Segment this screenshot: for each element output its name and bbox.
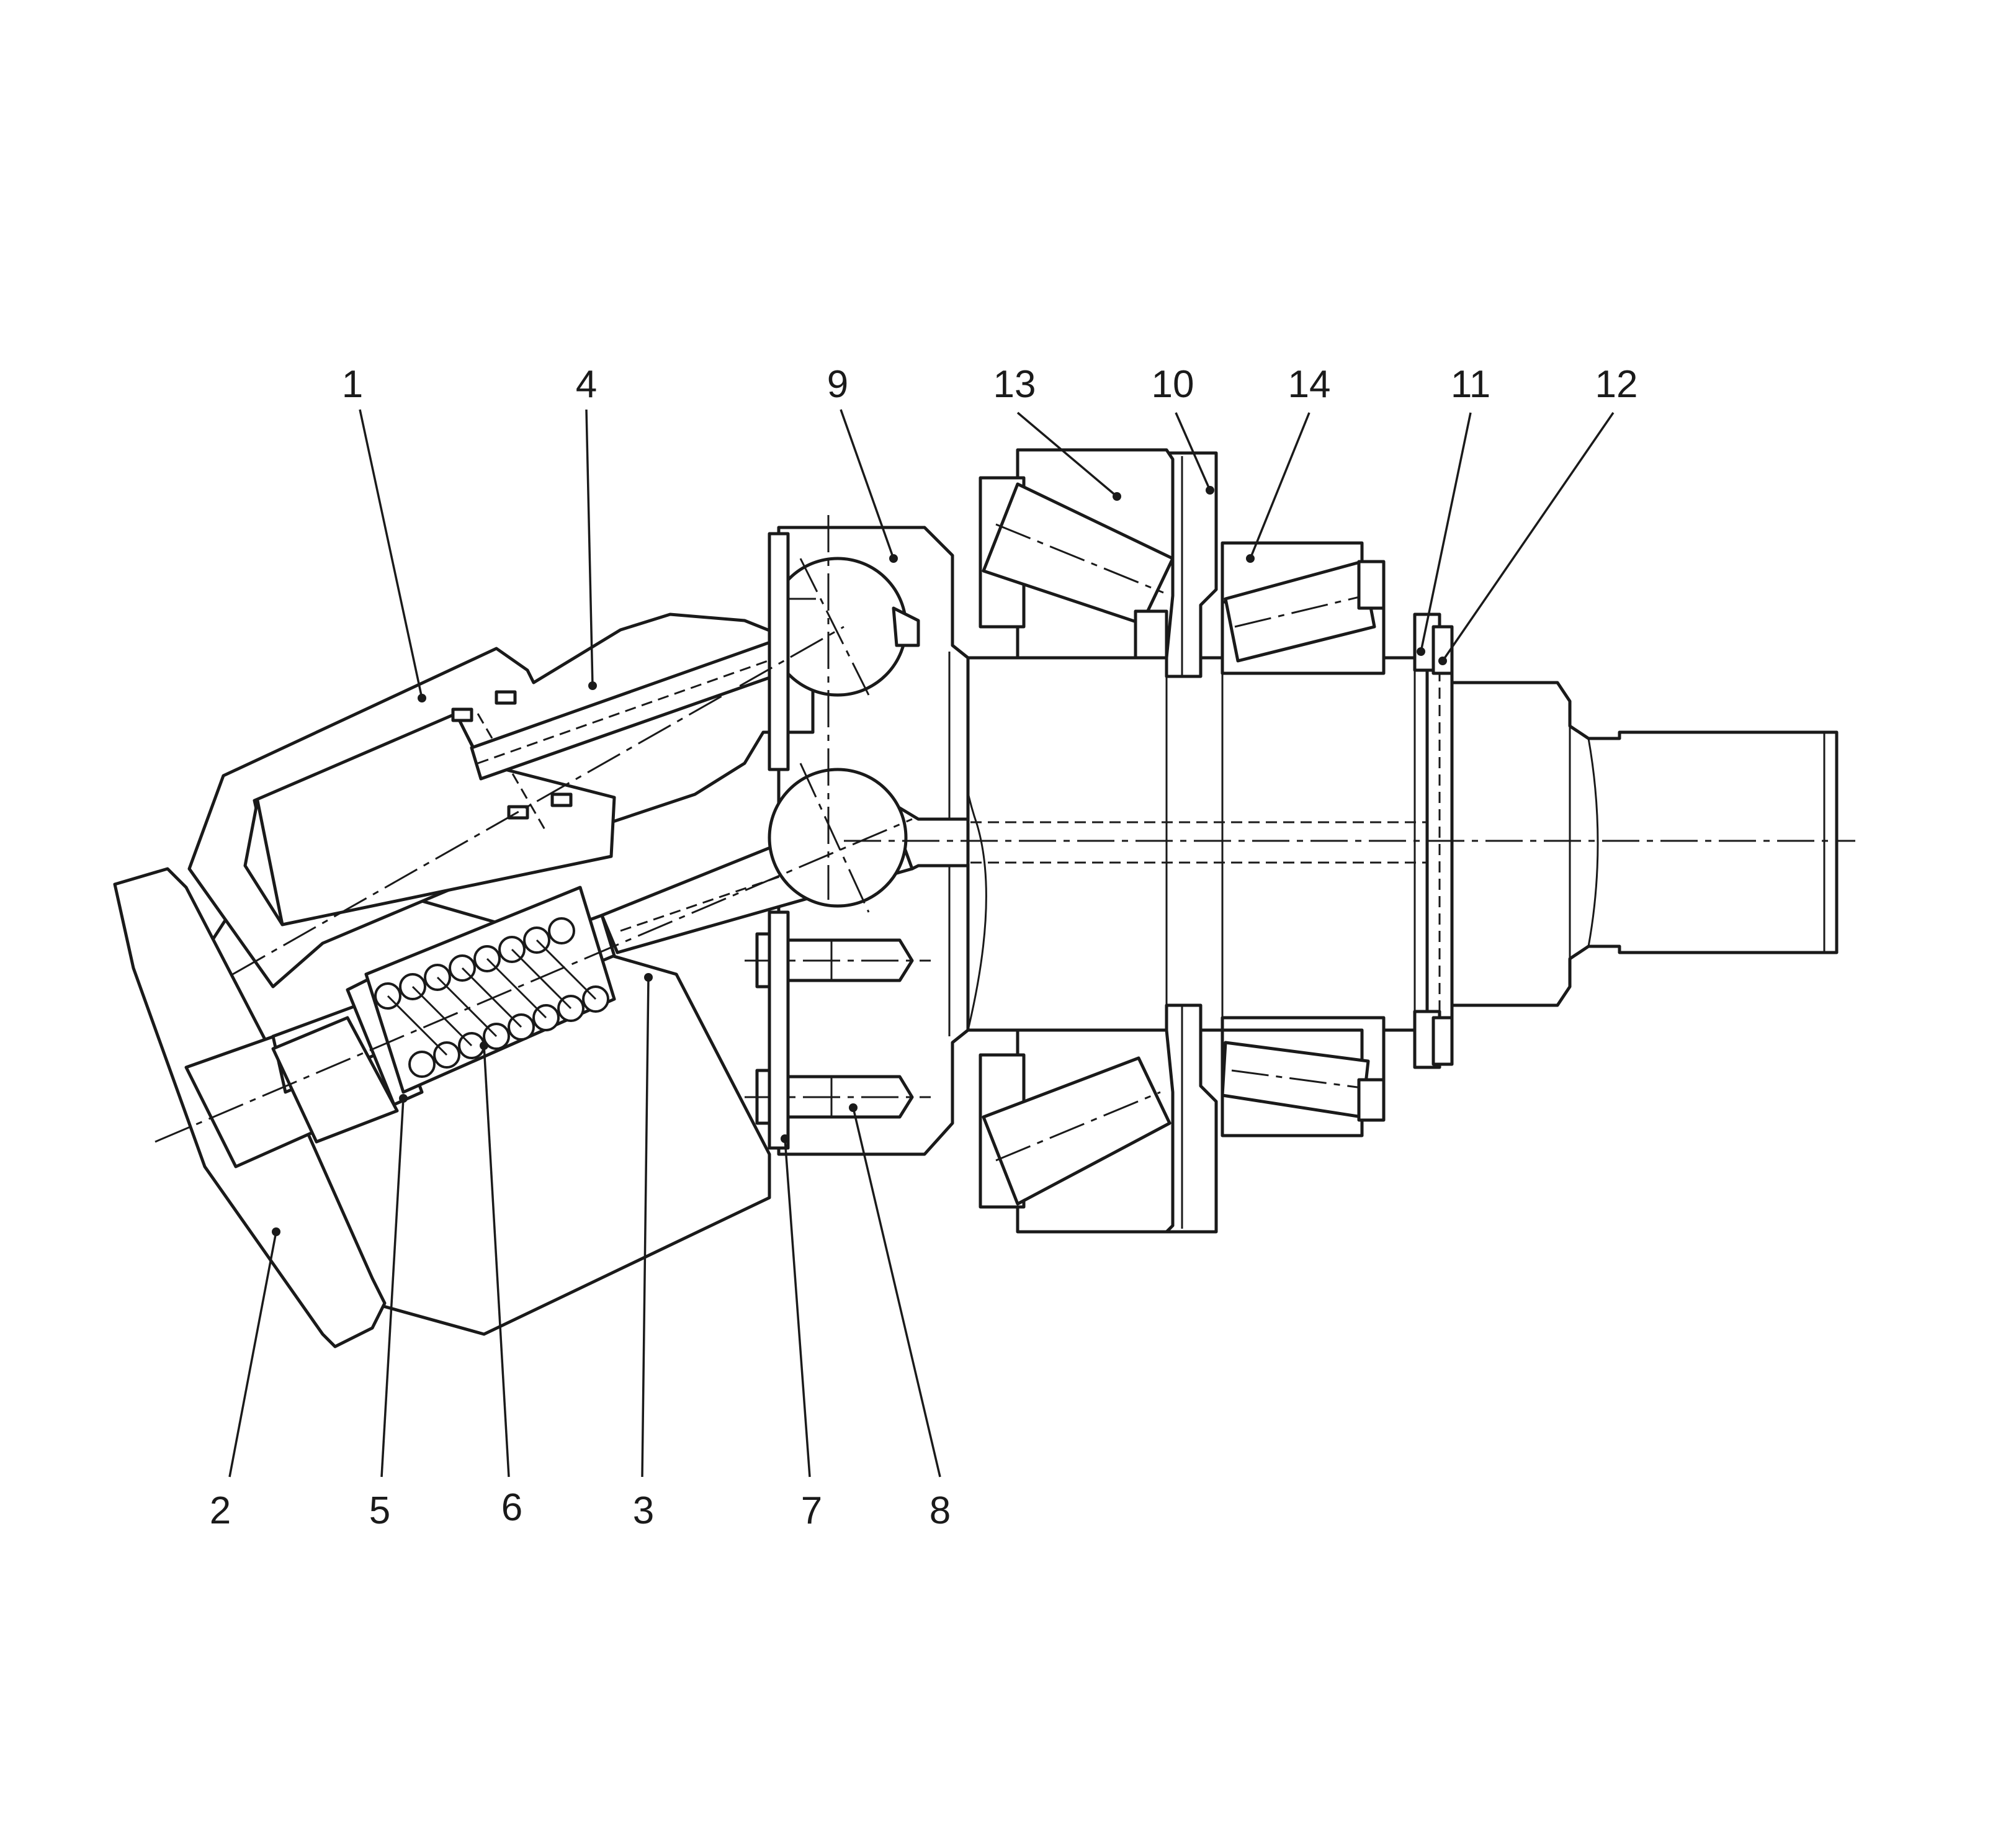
callout-8: 8 <box>849 1103 951 1532</box>
callout-label-13: 13 <box>993 363 1036 406</box>
drive-shaft <box>1413 681 1839 1007</box>
callout-label-4: 4 <box>576 363 597 406</box>
bearing-14-bottom <box>1221 1016 1386 1137</box>
upper-piston-centerline <box>232 626 844 976</box>
callout-label-1: 1 <box>342 363 363 406</box>
bearing-13-bottom <box>979 1028 1175 1234</box>
piston-centerline <box>155 818 913 1143</box>
callout-label-12: 12 <box>1595 363 1638 406</box>
retaining-plate <box>768 532 790 1150</box>
callout-14: 14 <box>1246 363 1330 563</box>
callout-label-5: 5 <box>369 1489 390 1532</box>
shaft-body <box>918 656 1452 1032</box>
ball-joint-upper <box>768 557 920 697</box>
callout-9: 9 <box>827 363 898 563</box>
callout-label-3: 3 <box>633 1489 654 1532</box>
callout-5: 5 <box>369 1094 408 1532</box>
ball-joint-lower <box>768 763 908 913</box>
callout-11: 11 <box>1417 363 1490 656</box>
piston-upper <box>243 619 848 926</box>
bearing-14-top <box>1221 541 1386 675</box>
bearing-13-top <box>979 448 1175 660</box>
callout-6: 6 <box>480 1041 522 1529</box>
callout-10: 10 <box>1152 363 1214 495</box>
callout-label-6: 6 <box>501 1486 522 1529</box>
center-pin <box>271 1016 399 1144</box>
callout-label-7: 7 <box>801 1489 822 1532</box>
compression-spring <box>374 917 609 1078</box>
callout-1: 1 <box>342 363 426 702</box>
callout-13: 13 <box>993 363 1121 501</box>
callout-12: 12 <box>1438 363 1637 665</box>
shim-10 <box>1165 451 1218 1234</box>
callout-3: 3 <box>633 973 654 1532</box>
callout-label-10: 10 <box>1152 363 1194 406</box>
callout-label-2: 2 <box>210 1489 231 1532</box>
callout-2: 2 <box>210 1227 280 1532</box>
callout-4: 4 <box>576 363 597 690</box>
callout-label-11: 11 <box>1451 363 1490 406</box>
retaining-ring <box>1425 665 1454 1023</box>
callout-label-14: 14 <box>1288 363 1331 406</box>
callout-label-8: 8 <box>930 1489 951 1532</box>
callout-7: 7 <box>781 1134 822 1532</box>
callout-label-9: 9 <box>827 363 848 406</box>
